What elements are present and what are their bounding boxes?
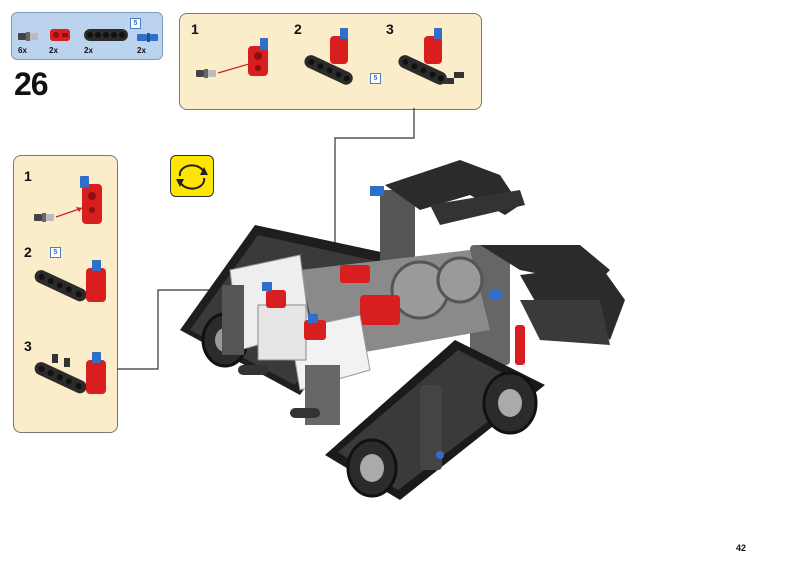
substep-number: 1 bbox=[24, 168, 32, 184]
parts-qty-liftarm: 2x bbox=[84, 46, 93, 55]
parts-list-panel: 6x 2x 2x 5 2x bbox=[11, 12, 163, 60]
substep-number: 2 bbox=[24, 244, 32, 260]
page-number: 42 bbox=[736, 543, 747, 553]
parts-qty-axle-pin: 6x bbox=[18, 46, 27, 55]
subassembly-top-illustration bbox=[196, 28, 464, 85]
substep-number: 1 bbox=[191, 21, 199, 37]
step-number: 26 bbox=[14, 66, 49, 102]
axle-pin-icon bbox=[18, 29, 158, 42]
center-body bbox=[300, 250, 490, 360]
liftarm-length-badge: 5 bbox=[130, 18, 141, 29]
arm-frame bbox=[370, 160, 625, 365]
subassembly-top-panel: 1 2 3 5 bbox=[179, 13, 482, 110]
parts-qty-blue-axle-pin: 2x bbox=[137, 46, 146, 55]
front-track bbox=[238, 340, 545, 500]
rotate-arrows-icon bbox=[176, 164, 208, 190]
substep-number: 2 bbox=[294, 21, 302, 37]
subassembly-left-panel: 1 2 5 3 bbox=[13, 155, 118, 433]
subassembly-left-illustration bbox=[34, 176, 106, 394]
rotate-model-icon bbox=[170, 155, 214, 197]
substep-number: 3 bbox=[24, 338, 32, 354]
liftarm-length-badge: 5 bbox=[370, 73, 381, 84]
substep-number: 3 bbox=[386, 21, 394, 37]
liftarm-length-badge: 5 bbox=[50, 247, 61, 258]
parts-qty-red-connector: 2x bbox=[49, 46, 58, 55]
